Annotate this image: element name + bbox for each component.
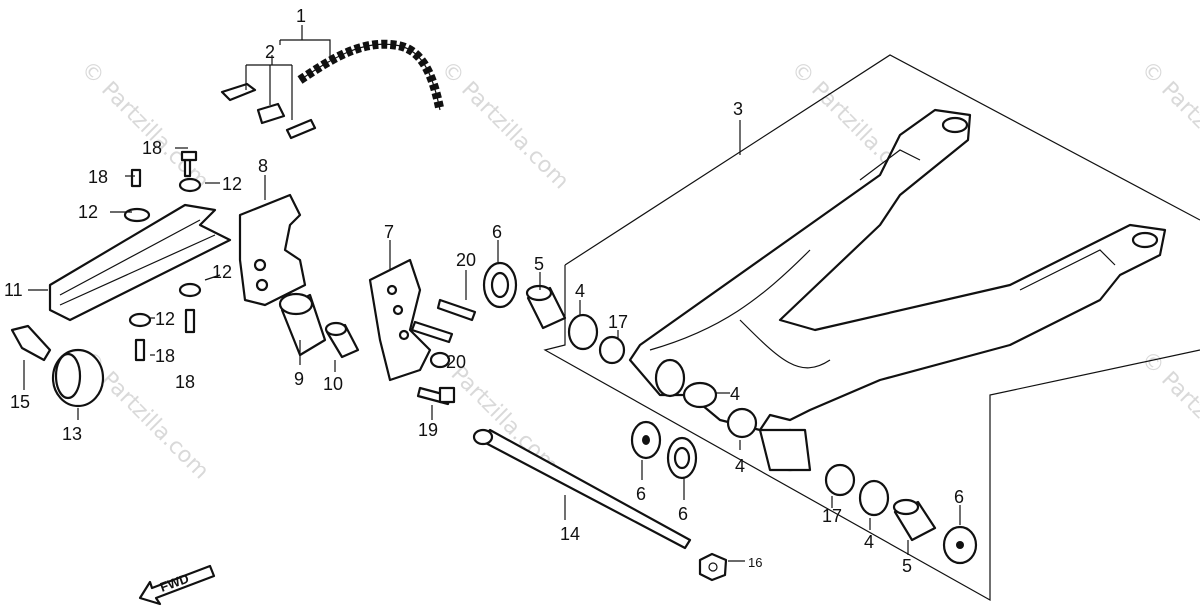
- watermark: © Partzilla.com: [1136, 347, 1200, 485]
- label-20: 20: [446, 352, 466, 372]
- bolt-19: [416, 386, 456, 406]
- label-12: 12: [212, 262, 232, 282]
- swingarm-assembly-outline: [543, 54, 1200, 602]
- chain-roller: [51, 348, 105, 408]
- pivot-shaft: [472, 428, 692, 550]
- seal-6-top: [482, 261, 518, 309]
- leader-lines: [23, 25, 961, 562]
- collar-5-left: [525, 284, 567, 330]
- label-4: 4: [730, 384, 740, 404]
- chain-pin-plate: [285, 118, 317, 140]
- label-20: 20: [456, 250, 476, 270]
- label-6: 6: [678, 504, 688, 524]
- label-18: 18: [142, 138, 162, 158]
- label-1: 1: [296, 6, 306, 26]
- label-5: 5: [902, 556, 912, 576]
- bushing-4-left: [567, 313, 599, 351]
- seal-6-right: [942, 525, 978, 565]
- label-9: 9: [294, 369, 304, 389]
- forward-arrow: FWD: [138, 564, 216, 606]
- bolt-18d: [134, 338, 146, 362]
- collar-9: [278, 292, 327, 357]
- bolt-18a: [183, 158, 192, 178]
- label-18: 18: [175, 372, 195, 392]
- part-labels: 1 2 3 4 4 4 4 5 5 6 6 6 6 7 8 9 10 11 12…: [4, 6, 964, 576]
- collar-5-right: [892, 498, 937, 542]
- label-8: 8: [258, 156, 268, 176]
- bolt-18c: [184, 308, 196, 334]
- label-12: 12: [78, 202, 98, 222]
- bracket-8: [238, 193, 307, 307]
- label-13: 13: [62, 424, 82, 444]
- label-2: 2: [265, 42, 275, 62]
- chain-slider: [48, 203, 232, 322]
- label-4: 4: [575, 281, 585, 301]
- bolt-20: [410, 298, 477, 369]
- label-19: 19: [418, 420, 438, 440]
- label-15: 15: [10, 392, 30, 412]
- label-18: 18: [88, 167, 108, 187]
- bearing-17-right: [824, 463, 856, 497]
- label-10: 10: [323, 374, 343, 394]
- bushing-4-middle: [682, 381, 758, 439]
- bolt-18b: [130, 168, 142, 188]
- label-5: 5: [534, 254, 544, 274]
- swingarm: [628, 108, 1167, 472]
- label-4: 4: [864, 532, 874, 552]
- pivot-nut: [698, 552, 728, 582]
- bracket-7: [368, 258, 432, 382]
- label-6: 6: [636, 484, 646, 504]
- label-16: 16: [748, 555, 762, 570]
- label-12: 12: [155, 309, 175, 329]
- label-17: 17: [822, 506, 842, 526]
- slider-rubber-12a: [123, 207, 151, 223]
- label-7: 7: [384, 222, 394, 242]
- label-11: 11: [4, 280, 23, 300]
- chain-plate: [256, 102, 286, 125]
- label-12: 12: [222, 174, 242, 194]
- seal-6-middle: [630, 420, 698, 480]
- bushing-4-right: [858, 479, 890, 517]
- label-6: 6: [492, 222, 502, 242]
- label-17: 17: [608, 312, 628, 332]
- watermark: © Partzilla.com: [436, 57, 574, 195]
- collar-10: [324, 321, 360, 359]
- label-18: 18: [155, 346, 175, 366]
- drive-chain: [220, 39, 445, 140]
- fasteners: [128, 150, 202, 362]
- label-14: 14: [560, 524, 580, 544]
- label-3: 3: [733, 99, 743, 119]
- roller-bolt: [10, 324, 52, 362]
- watermark: © Partzilla.com: [1136, 57, 1200, 195]
- chain-clip: [220, 82, 257, 102]
- label-4: 4: [735, 456, 745, 476]
- bearing-17-left: [598, 335, 626, 365]
- label-6: 6: [954, 487, 964, 507]
